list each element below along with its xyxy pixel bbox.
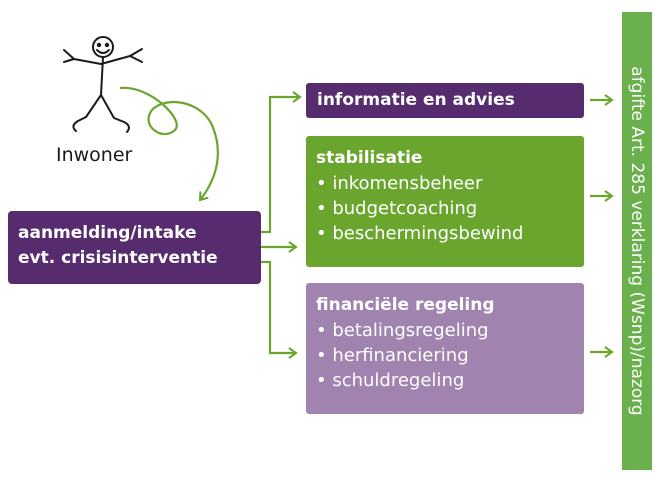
stabilisatie-title: stabilisatie <box>316 148 423 168</box>
person-to-intake-arrow <box>119 86 219 202</box>
stabilisatie-list: • inkomensbeheer • budgetcoaching • besc… <box>316 171 584 246</box>
branch-connectors <box>261 91 302 359</box>
intake-line-1: aanmelding/intake <box>18 223 197 243</box>
list-item: • beschermingsbewind <box>316 223 524 244</box>
outcome-arrows <box>590 94 614 358</box>
list-item: • inkomensbeheer <box>316 173 483 194</box>
side-bar-text: afgifte Art. 285 verklaring (Wsnp)/nazor… <box>627 66 647 416</box>
financiele-regeling-list: • betalingsregeling • herfinanciering • … <box>316 318 584 393</box>
list-item: • betalingsregeling <box>316 320 489 341</box>
stick-figure-icon <box>63 36 143 133</box>
financiele-regeling-box: financiële regeling • betalingsregeling … <box>306 283 584 414</box>
info-box-title: informatie en advies <box>317 90 515 110</box>
financiele-regeling-title: financiële regeling <box>316 295 495 315</box>
stabilisatie-box: stabilisatie • inkomensbeheer • budgetco… <box>306 136 584 267</box>
intake-box: aanmelding/intake evt. crisisinterventie <box>8 211 261 284</box>
info-box: informatie en advies <box>306 83 584 118</box>
intake-line-2: evt. crisisinterventie <box>18 248 218 268</box>
list-item: • schuldregeling <box>316 370 465 391</box>
list-item: • budgetcoaching <box>316 198 478 219</box>
person-label: Inwoner <box>56 144 133 166</box>
side-bar: afgifte Art. 285 verklaring (Wsnp)/nazor… <box>622 12 652 470</box>
list-item: • herfinanciering <box>316 345 469 366</box>
